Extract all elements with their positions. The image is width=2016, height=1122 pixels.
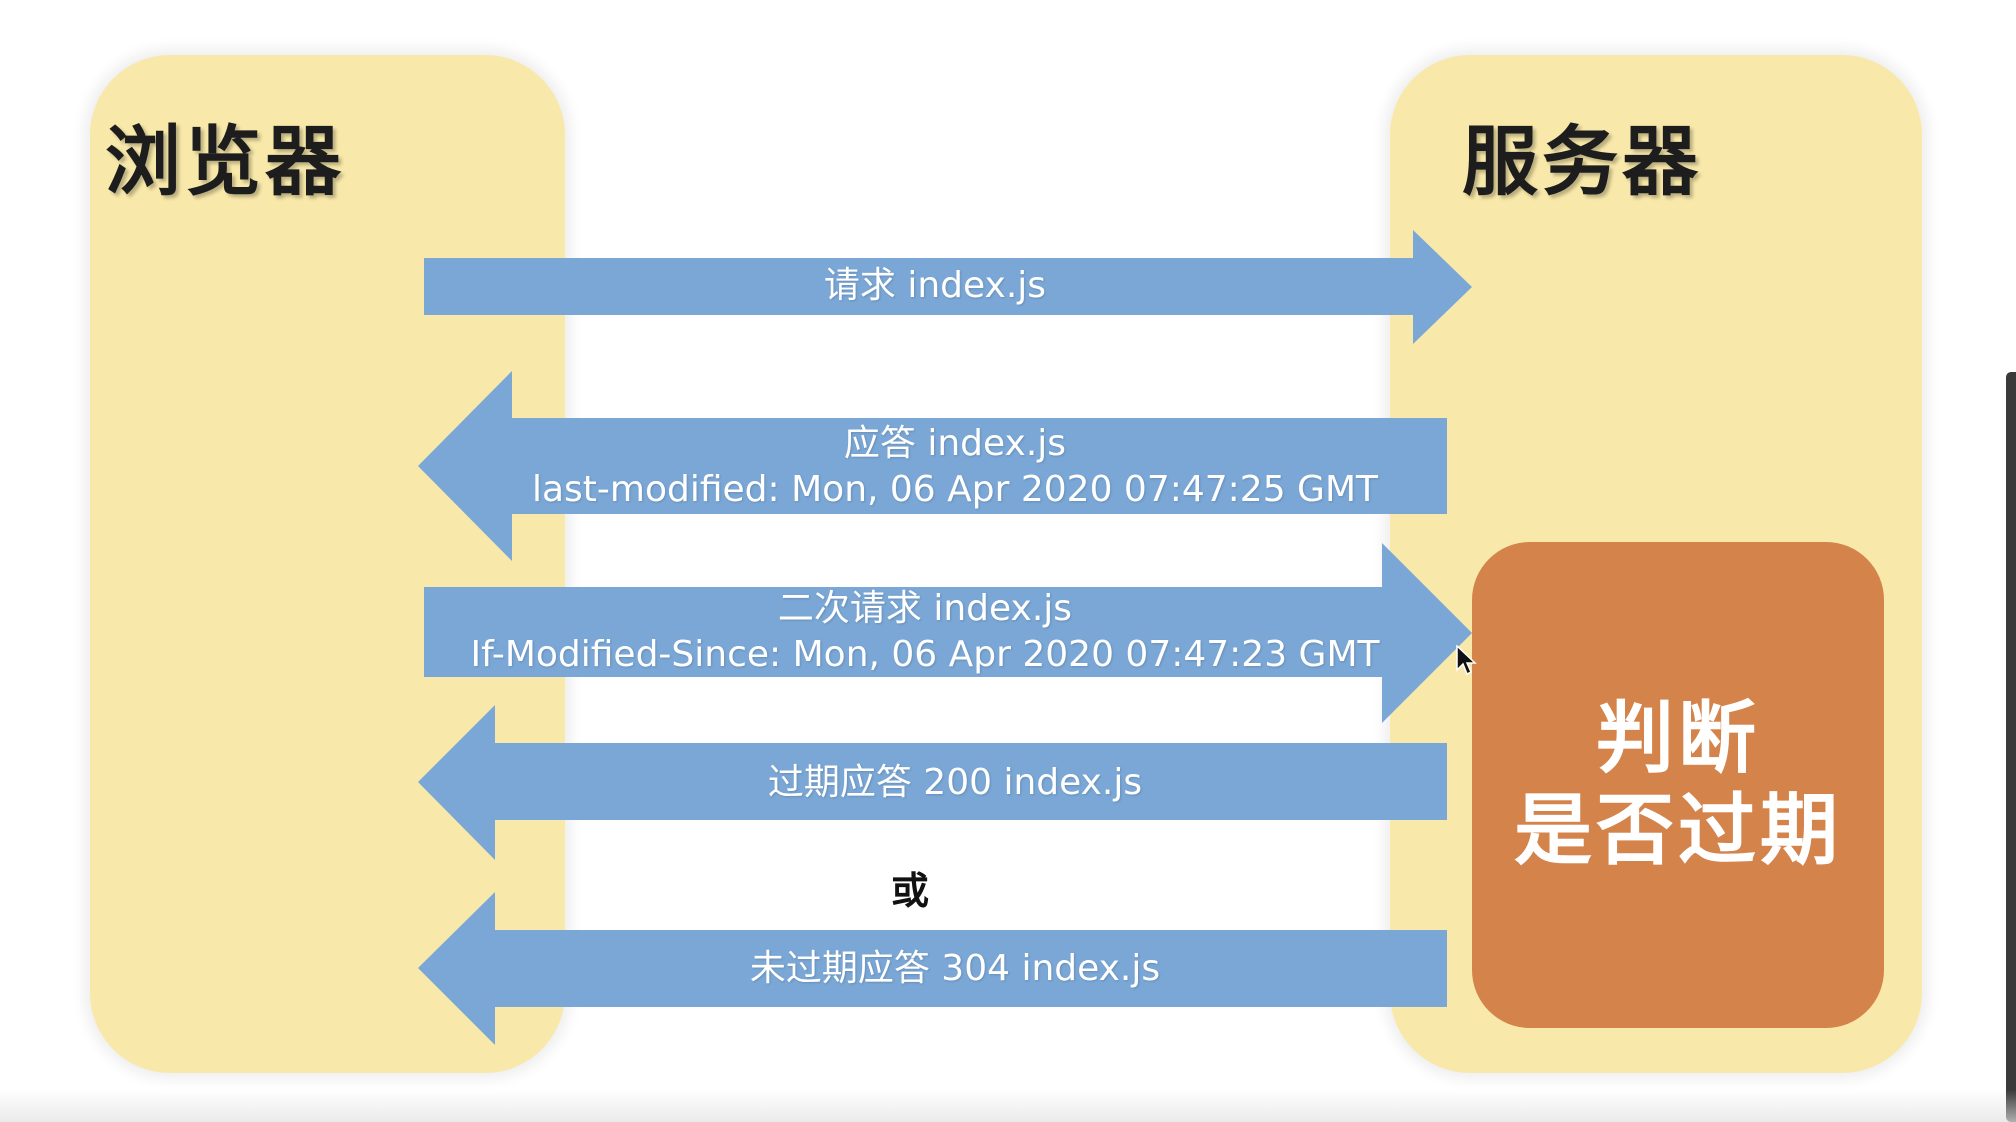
second-request-text: 二次请求 index.js: [777, 588, 1073, 629]
not-expired-response-label: 未过期应答 304 index.js: [445, 946, 1465, 992]
request-text: 请求 index.js: [823, 265, 1047, 306]
if-modified-since-text: If-Modified-Since: Mon, 06 Apr 2020 07:4…: [470, 634, 1380, 675]
response-text: 应答 index.js: [843, 423, 1067, 464]
bottom-shade: [0, 1090, 2016, 1122]
expired-response-text: 过期应答 200 index.js: [767, 762, 1143, 803]
second-request-label: 二次请求 index.js If-Modified-Since: Mon, 06…: [425, 586, 1425, 678]
response-label: 应答 index.js last-modified: Mon, 06 Apr 2…: [445, 421, 1465, 513]
browser-title: 浏览器: [105, 117, 345, 206]
mouse-cursor-icon: [1456, 645, 1477, 676]
request-arrow: [424, 230, 1472, 344]
not-expired-response-text: 未过期应答 304 index.js: [749, 948, 1161, 989]
request-label: 请求 index.js: [425, 263, 1445, 309]
or-text: 或: [890, 869, 929, 913]
second-request-arrow: [424, 543, 1472, 723]
judge-line-2: 是否过期: [1513, 786, 1842, 876]
scrollbar-thumb[interactable]: [2006, 372, 2016, 1122]
server-title: 服务器: [1462, 117, 1702, 206]
response-arrow: [418, 371, 1447, 561]
last-modified-text: last-modified: Mon, 06 Apr 2020 07:47:25…: [531, 469, 1379, 510]
expired-response-arrow: [418, 705, 1447, 860]
judge-line-1: 判断: [1595, 694, 1760, 784]
not-expired-response-arrow: [418, 892, 1447, 1045]
judge-box: 判断 是否过期: [1472, 542, 1884, 1028]
expired-response-label: 过期应答 200 index.js: [445, 760, 1465, 806]
